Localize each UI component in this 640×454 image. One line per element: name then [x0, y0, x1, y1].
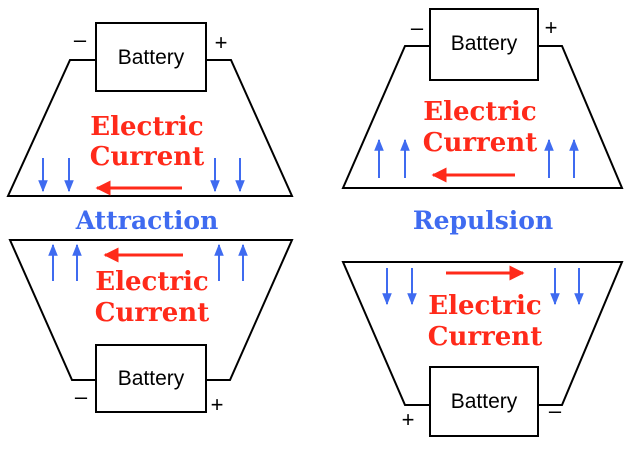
left-top-minus-sign: – [74, 27, 87, 52]
left-top-wire [6, 59, 294, 197]
right-bottom-minus-sign: – [549, 398, 562, 423]
right-bottom-current-label-line2: Current [428, 322, 542, 352]
left-bottom-circuit: Battery – + Electric Current [8, 239, 294, 417]
left-bottom-current-label-line1: Electric [95, 267, 208, 297]
left-bottom-field-arrows [48, 243, 248, 281]
right-bottom-plus-sign: + [402, 407, 415, 432]
right-bottom-circuit: Battery + – Electric Current [341, 261, 624, 437]
right-top-plus-sign: + [545, 15, 558, 40]
right-top-battery [429, 8, 539, 81]
left-bottom-wire [8, 239, 294, 381]
right-diagram: Battery – + Electric Current Repulsion B… [341, 8, 624, 437]
repulsion-label: Repulsion [413, 206, 553, 235]
right-bottom-battery-label: Battery [451, 390, 518, 413]
right-bottom-field-arrows [382, 268, 584, 306]
right-top-current-label-line1: Electric [423, 97, 536, 127]
right-top-minus-sign: – [411, 15, 424, 40]
left-top-circuit: Battery – + Electric Current [6, 22, 294, 197]
attraction-label: Attraction [75, 206, 219, 235]
right-top-wire [341, 45, 624, 189]
left-top-plus-sign: + [215, 30, 228, 55]
right-bottom-wire [341, 261, 624, 406]
right-bottom-current-label-line1: Electric [428, 291, 541, 321]
left-bottom-battery [95, 344, 207, 413]
left-top-battery [95, 22, 207, 92]
left-top-field-arrows [38, 158, 245, 193]
right-top-circuit: Battery – + Electric Current [341, 8, 624, 189]
left-top-current-label-line1: Electric [90, 112, 203, 142]
left-bottom-minus-sign: – [75, 384, 88, 409]
left-bottom-battery-label: Battery [118, 367, 185, 390]
left-bottom-current-label-line2: Current [95, 298, 209, 328]
left-bottom-plus-sign: + [211, 392, 224, 417]
left-diagram: Battery – + Electric Current Attraction … [6, 22, 294, 417]
left-top-battery-label: Battery [118, 46, 185, 69]
right-top-field-arrows [374, 138, 579, 178]
right-bottom-battery [429, 366, 539, 437]
right-top-current-label-line2: Current [423, 128, 537, 158]
left-top-current-label-line2: Current [90, 142, 204, 172]
right-top-battery-label: Battery [451, 32, 518, 55]
